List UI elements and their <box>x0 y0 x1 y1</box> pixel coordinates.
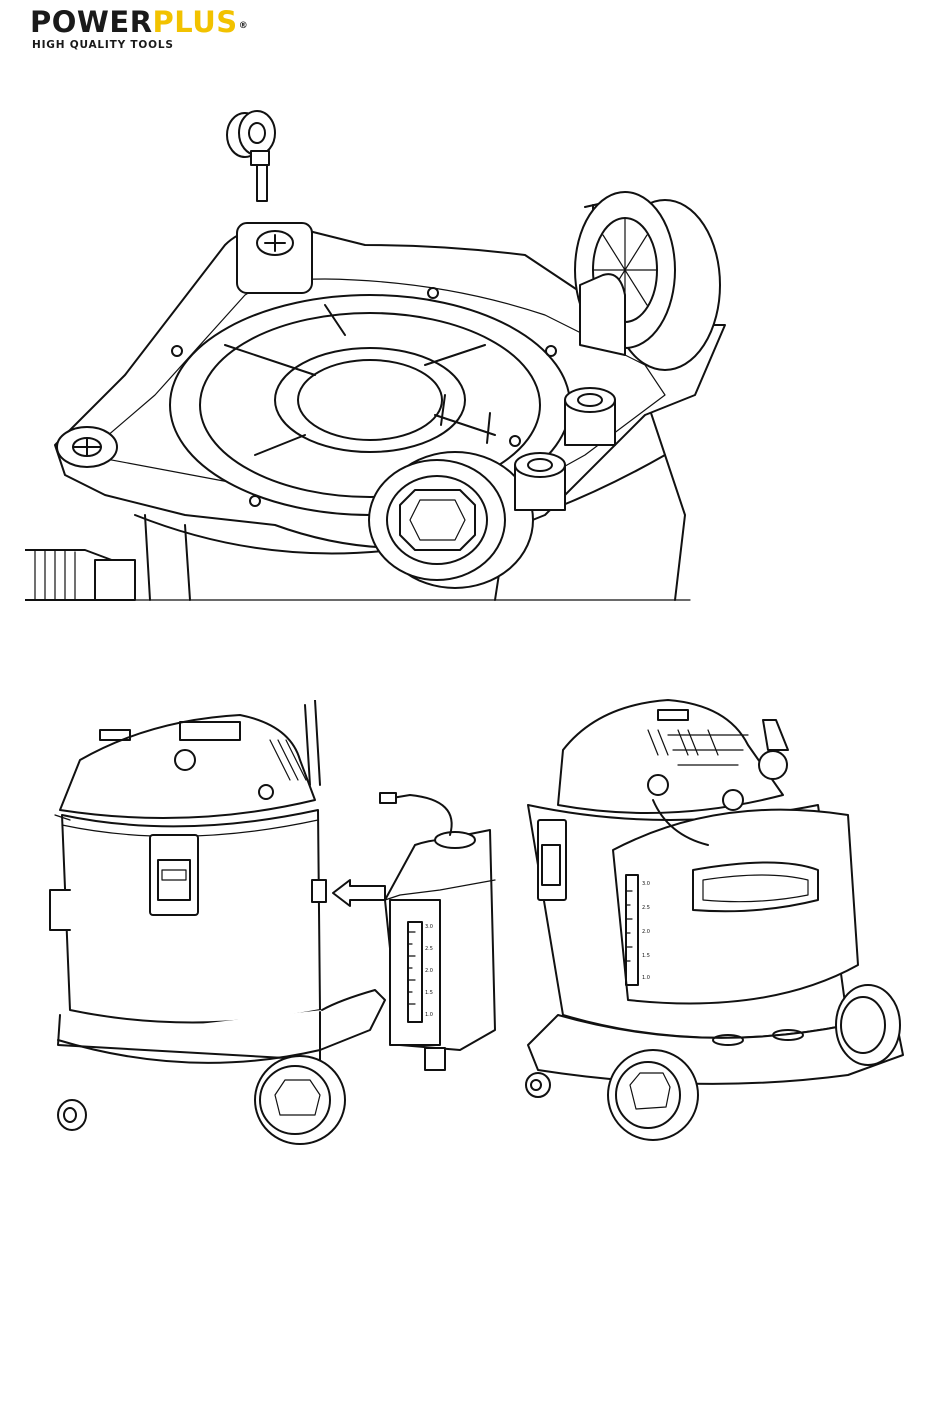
tank-scale-label: 1.5 <box>642 953 650 959</box>
base-assembly-figure <box>25 95 735 605</box>
tank-scale-label: 2.5 <box>642 905 650 911</box>
tank-scale-label: 2.5 <box>425 946 433 952</box>
brand-logo: POWERPLUS® HIGH QUALITY TOOLS <box>30 6 310 52</box>
tank-scale-label: 1.5 <box>425 990 433 996</box>
tank-scale-label: 1.0 <box>642 975 650 981</box>
tank-scale-label: 3.0 <box>642 881 650 887</box>
brand-wordmark: POWERPLUS® <box>30 6 247 38</box>
arrow-left-icon <box>333 880 385 906</box>
tank-scale-label: 2.0 <box>425 968 433 974</box>
water-tank-attach-figure: 3.0 2.5 2.0 1.5 1.0 <box>40 700 500 1150</box>
tank-scale-label: 1.0 <box>425 1012 433 1018</box>
tank-scale-label: 2.0 <box>642 929 650 935</box>
caster-wheel-icon <box>227 111 275 201</box>
water-tank-icon: 3.0 2.5 2.0 1.5 1.0 <box>380 793 495 1070</box>
hose-icon <box>25 550 135 600</box>
motor-head-icon <box>60 700 320 818</box>
caster-wheel-icon <box>58 1100 86 1130</box>
assembled-rear-view-figure: 3.0 2.5 2.0 1.5 1.0 <box>518 695 908 1150</box>
caster-wheel-icon <box>526 1073 550 1097</box>
wheel-icon <box>575 192 720 370</box>
motor-head-icon <box>558 700 788 813</box>
tank-scale-label: 3.0 <box>425 924 433 930</box>
wheel-icon <box>255 1056 345 1144</box>
brand-tagline: HIGH QUALITY TOOLS <box>32 39 174 51</box>
